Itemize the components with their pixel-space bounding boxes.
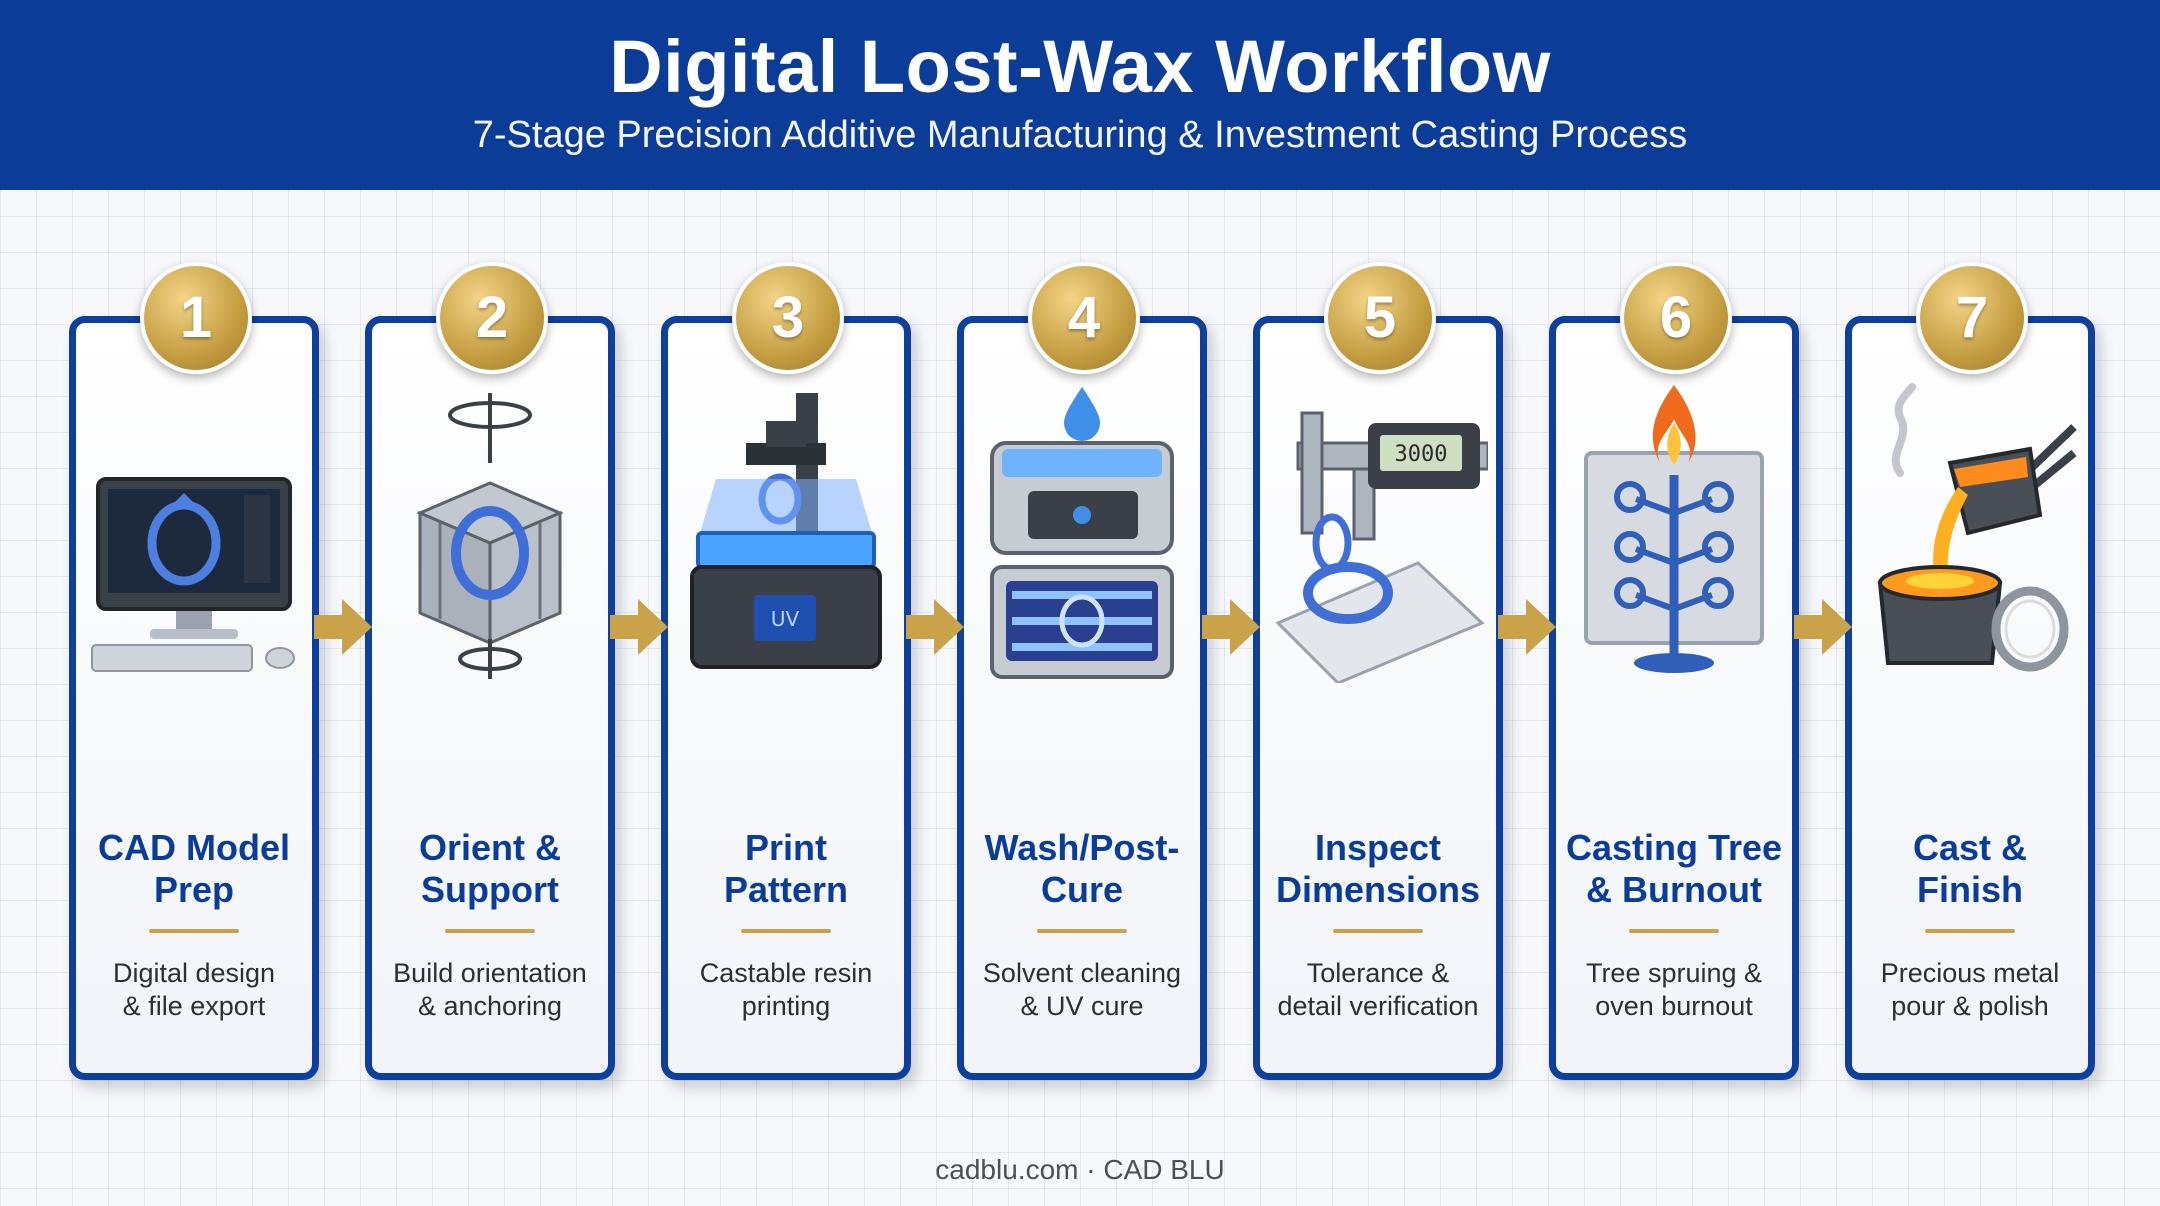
arrow-right-icon bbox=[314, 599, 372, 655]
page-title: Digital Lost-Wax Workflow bbox=[609, 25, 1551, 108]
stage-number-badge: 5 bbox=[1324, 262, 1436, 374]
stage-title: Print Pattern bbox=[668, 827, 904, 911]
stage-title: Inspect Dimensions bbox=[1260, 827, 1496, 911]
stage-card-3: UV Print Pattern Castable resin printing bbox=[661, 316, 911, 1080]
caliper-readout: 3000 bbox=[1395, 442, 1448, 467]
stage-title-line: Finish bbox=[1917, 869, 2023, 910]
stage-card-1: CAD Model Prep Digital design & file exp… bbox=[69, 316, 319, 1080]
stage-desc-line: & file export bbox=[122, 991, 266, 1021]
stage-description: Precious metal pour & polish bbox=[1852, 957, 2088, 1023]
stage-title-line: Print bbox=[744, 827, 827, 868]
stage-title-line: Pattern bbox=[723, 869, 849, 910]
stage-title: Casting Tree & Burnout bbox=[1556, 827, 1792, 911]
stage-description: Digital design & file export bbox=[76, 957, 312, 1023]
stage-title: CAD Model Prep bbox=[76, 827, 312, 911]
stage-desc-line: Digital design bbox=[112, 958, 276, 988]
stage-card-5: 3000 Inspect Dimensions Tolerance & deta… bbox=[1253, 316, 1503, 1080]
arrow-right-icon bbox=[1498, 599, 1556, 655]
stage-number-badge: 2 bbox=[436, 262, 548, 374]
stage-title-line: Casting Tree bbox=[1565, 827, 1783, 868]
stage-title: Orient & Support bbox=[372, 827, 608, 911]
divider bbox=[1629, 929, 1719, 933]
divider bbox=[741, 929, 831, 933]
divider bbox=[1037, 929, 1127, 933]
stage-title-line: Prep bbox=[153, 869, 235, 910]
arrow-right-icon bbox=[906, 599, 964, 655]
stage-desc-line: detail verification bbox=[1277, 991, 1479, 1021]
stage-number-badge: 3 bbox=[732, 262, 844, 374]
stage-title-line: & Burnout bbox=[1586, 869, 1762, 910]
stage-desc-line: Solvent cleaning bbox=[982, 958, 1182, 988]
wash-cure-station-icon bbox=[990, 387, 1174, 679]
stage-desc-line: Build orientation bbox=[393, 958, 587, 988]
stage-card-6: Casting Tree & Burnout Tree spruing & ov… bbox=[1549, 316, 1799, 1080]
stage-number-badge: 4 bbox=[1028, 262, 1140, 374]
stage-card-4: Wash/Post- Cure Solvent cleaning & UV cu… bbox=[957, 316, 1207, 1080]
stage-desc-line: Precious metal bbox=[1880, 958, 2060, 988]
stage-description: Solvent cleaning & UV cure bbox=[964, 957, 1200, 1023]
stage-title-line: Wash/Post- bbox=[984, 827, 1180, 868]
stage-card-7: Cast & Finish Precious metal pour & poli… bbox=[1845, 316, 2095, 1080]
stage-description: Tree spruing & oven burnout bbox=[1556, 957, 1792, 1023]
arrow-right-icon bbox=[1794, 599, 1852, 655]
stage-desc-line: Tolerance & bbox=[1306, 958, 1450, 988]
stage-title: Wash/Post- Cure bbox=[964, 827, 1200, 911]
header-banner: Digital Lost-Wax Workflow 7-Stage Precis… bbox=[0, 0, 2160, 190]
page-subtitle: 7-Stage Precision Additive Manufacturing… bbox=[472, 114, 1688, 156]
divider bbox=[445, 929, 535, 933]
support-structure-icon bbox=[416, 393, 564, 679]
stage-card-2: Orient & Support Build orientation & anc… bbox=[365, 316, 615, 1080]
stage-title-line: Cure bbox=[1040, 869, 1124, 910]
stage-desc-line: printing bbox=[741, 991, 831, 1021]
divider bbox=[1333, 929, 1423, 933]
footer-credit: cadblu.com · CAD BLU bbox=[935, 1154, 1225, 1185]
crucible-pour-icon bbox=[1877, 383, 2077, 672]
stage-description: Build orientation & anchoring bbox=[372, 957, 608, 1023]
stage-title-line: Support bbox=[421, 869, 559, 910]
resin-printer-icon: UV bbox=[690, 393, 882, 669]
stage-title: Cast & Finish bbox=[1852, 827, 2088, 911]
stage-title-line: Orient & bbox=[418, 827, 561, 868]
printer-screen-label: UV bbox=[771, 607, 800, 631]
stage-title-line: Inspect bbox=[1314, 827, 1442, 868]
arrow-right-icon bbox=[610, 599, 668, 655]
stage-desc-line: & anchoring bbox=[417, 991, 563, 1021]
arrow-right-icon bbox=[1202, 599, 1260, 655]
divider bbox=[149, 929, 239, 933]
stage-title-line: Dimensions bbox=[1275, 869, 1481, 910]
stage-description: Castable resin printing bbox=[668, 957, 904, 1023]
stage-desc-line: Tree spruing & bbox=[1585, 958, 1763, 988]
stage-title-line: CAD Model bbox=[98, 827, 290, 868]
stage-title-line: Cast & bbox=[1912, 827, 2028, 868]
stage-number-badge: 1 bbox=[140, 262, 252, 374]
stage-desc-line: pour & polish bbox=[1891, 991, 2049, 1021]
stage-desc-line: Castable resin bbox=[699, 958, 873, 988]
stage-description: Tolerance & detail verification bbox=[1260, 957, 1496, 1023]
stage-desc-line: & UV cure bbox=[1020, 991, 1144, 1021]
computer-monitor-icon bbox=[91, 477, 295, 672]
casting-tree-icon bbox=[1584, 385, 1764, 673]
caliper-icon: 3000 bbox=[1275, 411, 1488, 683]
stage-number-badge: 7 bbox=[1916, 262, 2028, 374]
stage-desc-line: oven burnout bbox=[1595, 991, 1753, 1021]
divider bbox=[1925, 929, 2015, 933]
stage-number-badge: 6 bbox=[1620, 262, 1732, 374]
